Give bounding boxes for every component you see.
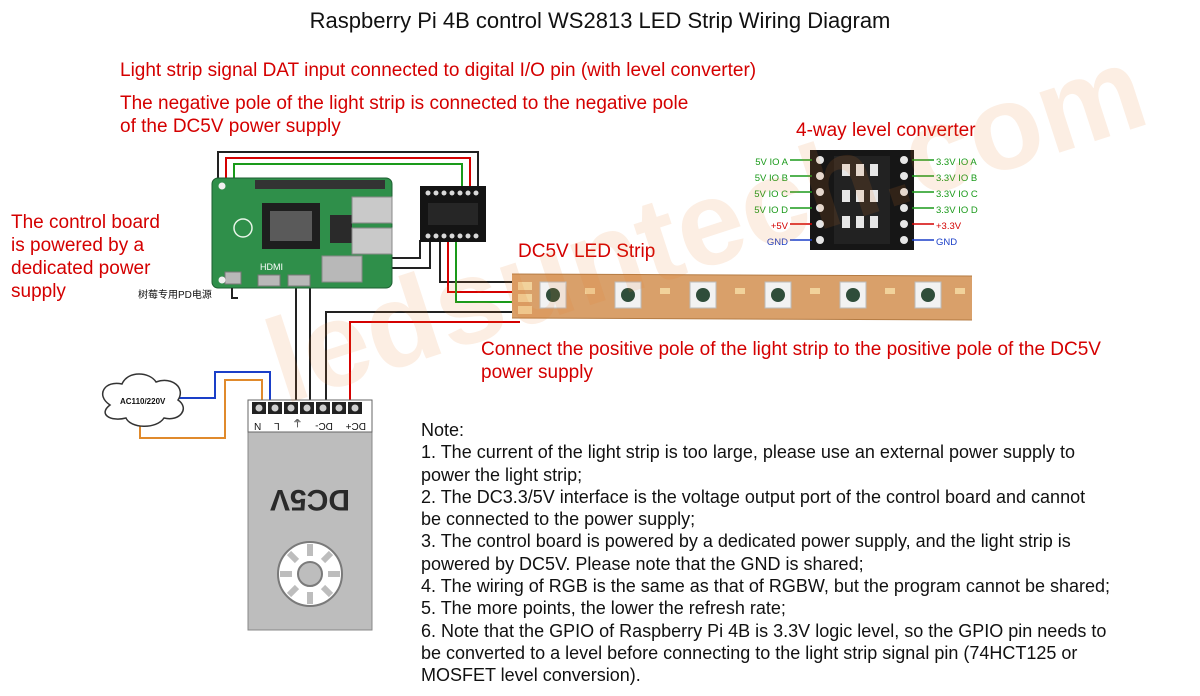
power-supply-screws bbox=[252, 402, 362, 414]
terminal-label: N bbox=[254, 420, 262, 431]
fan-grille bbox=[277, 541, 343, 607]
pd-power-label: 树莓专用PD电源 bbox=[138, 288, 212, 301]
small-converter-pins bbox=[425, 190, 479, 239]
wire-red-strip-psu bbox=[349, 321, 520, 400]
converter-right-pin-label: +3.3V bbox=[936, 221, 962, 232]
power-supply-terminal-labels: DC+ DC- ⏚ L N bbox=[254, 416, 366, 431]
note-line: 5. The more points, the lower the refres… bbox=[421, 598, 786, 619]
note-line: 2. The DC3.3/5V interface is the voltage… bbox=[421, 486, 1086, 507]
converter-left-pin-label: +5V bbox=[770, 221, 788, 232]
converter-left-pins bbox=[816, 156, 824, 244]
note-line: powered by DC5V. Please note that the GN… bbox=[421, 553, 864, 574]
callout-negative-pole-line1: The negative pole of the light strip is … bbox=[120, 93, 689, 114]
ac-source-cloud: AC110/220V bbox=[101, 373, 184, 427]
strip-leds bbox=[539, 281, 942, 309]
small-level-converter bbox=[420, 186, 486, 242]
callout-control-board-line1: The control board bbox=[11, 212, 160, 233]
converter-right-pin-label: 3.3V IO A bbox=[936, 157, 977, 168]
converter-right-pin-label: 3.3V IO C bbox=[936, 189, 978, 200]
converter-left-pin-label: 5V IO C bbox=[754, 189, 788, 200]
note-line: power the light strip; bbox=[421, 464, 583, 485]
note-line: 3. The control board is powered by a ded… bbox=[421, 531, 1071, 552]
callout-control-board-line4: supply bbox=[11, 281, 66, 302]
callout-level-converter: 4-way level converter bbox=[796, 120, 976, 141]
converter-right-pin-label: 3.3V IO D bbox=[936, 205, 978, 216]
power-supply: DC5V bbox=[247, 399, 373, 631]
note-line: MOSFET level conversion). bbox=[421, 665, 641, 686]
converter-left-pin-label: 5V IO A bbox=[755, 157, 788, 168]
wire-black-strip-psu bbox=[325, 311, 520, 400]
note-block: Note: 1. The current of the light strip … bbox=[421, 419, 1110, 687]
converter-left-labels: 5V IO A 5V IO B 5V IO C 5V IO D +5V GND bbox=[754, 155, 788, 251]
note-line: be connected to the power supply; bbox=[421, 509, 696, 530]
level-converter-module bbox=[790, 150, 934, 250]
converter-left-pin-label: 5V IO D bbox=[754, 205, 788, 216]
note-line: 1. The current of the light strip is too… bbox=[421, 442, 1076, 463]
callout-control-board-line3: dedicated power bbox=[11, 258, 151, 279]
terminal-label: ⏚ bbox=[292, 416, 303, 427]
power-supply-brand: DC5V bbox=[270, 483, 350, 516]
wires bbox=[139, 151, 520, 439]
strip-pads bbox=[518, 282, 532, 314]
wire-orange-ac bbox=[139, 379, 263, 439]
callout-control-board-line2: is powered by a bbox=[11, 235, 145, 256]
converter-right-pins bbox=[900, 156, 908, 244]
callout-signal-input: Light strip signal DAT input connected t… bbox=[120, 60, 757, 81]
wire-black-converter-strip bbox=[439, 240, 520, 283]
callout-positive-pole-line2: power supply bbox=[481, 362, 593, 383]
wire-black-pi-converter bbox=[217, 151, 479, 188]
callout-negative-pole-line2: of the DC5V power supply bbox=[120, 116, 341, 137]
terminal-label: DC+ bbox=[345, 420, 366, 431]
converter-right-pin-label: 3.3V IO B bbox=[936, 173, 978, 184]
strip-cut-pads bbox=[585, 288, 965, 294]
wire-green-converter-strip bbox=[455, 240, 520, 303]
terminal-label: DC- bbox=[315, 420, 333, 431]
wire-green-pi-converter bbox=[233, 163, 463, 188]
wire-red-pi-converter bbox=[225, 157, 471, 188]
terminal-label: L bbox=[274, 420, 280, 431]
converter-right-labels: 3.3V IO A 3.3V IO B 3.3V IO C 3.3V IO D … bbox=[936, 155, 978, 251]
note-line: 4. The wiring of RGB is the same as that… bbox=[421, 576, 1111, 597]
converter-right-pin-label: GND bbox=[936, 237, 958, 248]
wire-red-converter-strip bbox=[447, 240, 520, 293]
converter-left-pin-label: 5V IO B bbox=[754, 173, 788, 184]
led-strip bbox=[511, 273, 973, 321]
note-line: 6. Note that the GPIO of Raspberry Pi 4B… bbox=[421, 620, 1107, 641]
callout-led-strip: DC5V LED Strip bbox=[518, 241, 656, 262]
ac-source-label: AC110/220V bbox=[120, 397, 166, 406]
note-line: be converted to a level before connectin… bbox=[421, 642, 1078, 663]
hdmi-label: HDMI bbox=[260, 262, 283, 272]
wire-blue-ac bbox=[160, 371, 271, 400]
page-title: Raspberry Pi 4B control WS2813 LED Strip… bbox=[309, 8, 891, 33]
callout-positive-pole-line1: Connect the positive pole of the light s… bbox=[481, 339, 1101, 360]
note-heading: Note: bbox=[421, 420, 465, 440]
converter-left-pin-label: GND bbox=[766, 237, 788, 248]
raspberry-pi-board: HDMI 树莓专用PD电源 bbox=[138, 177, 393, 301]
